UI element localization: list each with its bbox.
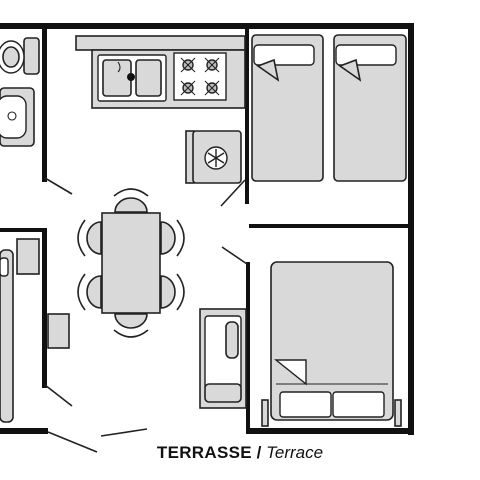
left-room-top-wall	[0, 228, 45, 232]
bedroom-partition-upper	[245, 28, 249, 204]
terrace-caption: TERRASSE / Terrace	[0, 443, 480, 463]
caption-english: Terrace	[266, 443, 324, 462]
table-icon	[101, 212, 161, 314]
double-bed-icon	[270, 261, 394, 421]
left-room-partition	[42, 228, 47, 388]
toilet-icon	[0, 37, 40, 75]
bedroom-divider	[249, 224, 411, 228]
bathroom-partition	[42, 28, 47, 182]
bed-frame-lines	[261, 383, 402, 427]
left-room-furniture	[0, 238, 70, 423]
caption-separator: /	[256, 443, 262, 462]
bed-icon	[251, 34, 407, 182]
bedroom-partition-lower	[246, 262, 250, 434]
stove-burner-icon	[173, 52, 227, 101]
bottom-wall-right	[250, 428, 414, 434]
fridge-snowflake-icon	[185, 130, 242, 184]
top-wall	[0, 23, 413, 29]
bottom-wall-left	[0, 428, 48, 434]
door-swing-icon	[44, 177, 248, 453]
walls	[0, 23, 414, 435]
kitchen-sink-icon	[97, 54, 167, 102]
chair-icon	[77, 188, 185, 338]
right-wall	[408, 23, 414, 435]
pillow-icon	[253, 44, 397, 82]
sink-icon	[0, 87, 35, 147]
sofa-icon	[199, 308, 247, 409]
caption-french: TERRASSE	[156, 443, 252, 462]
